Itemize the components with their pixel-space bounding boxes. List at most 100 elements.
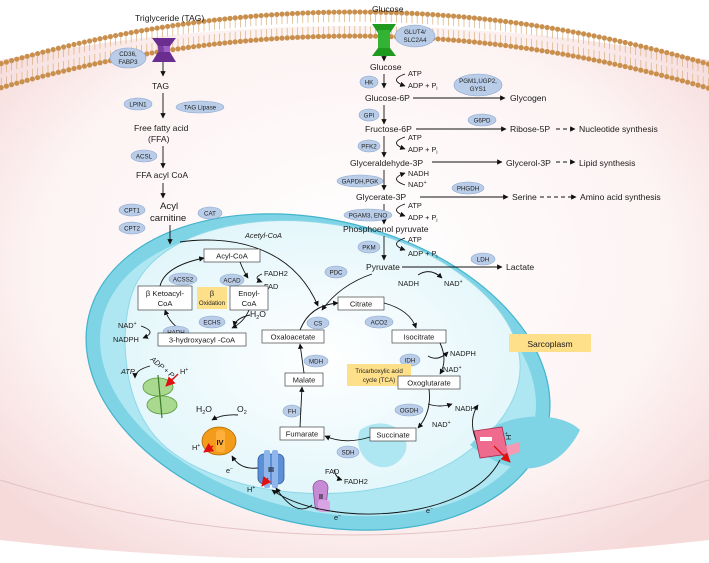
metabolite-ffa: Free fatty acid xyxy=(134,123,189,133)
lipid-head xyxy=(591,57,597,63)
lipid-head xyxy=(612,61,618,67)
lipid-head xyxy=(347,33,353,39)
lipid-head xyxy=(295,34,301,40)
nad-1-text: NAD xyxy=(408,180,424,189)
lipid-head xyxy=(180,45,186,51)
lipid-head xyxy=(367,33,373,39)
lipid-head xyxy=(378,9,384,15)
nad-1: NAD+ xyxy=(408,180,427,189)
enzyme-pkm-label: PKM xyxy=(362,245,375,252)
enzyme-ldh-label: LDH xyxy=(477,257,489,264)
lipid-head xyxy=(133,29,139,35)
complex-i-icon xyxy=(473,426,520,459)
metabolite-glucose: Glucose xyxy=(370,62,402,72)
metabolite-pep: Phosphoenol pyruvate xyxy=(343,224,429,234)
e-minus-iv-sup: − xyxy=(230,466,233,472)
h-plus-iv-sup: + xyxy=(197,443,200,449)
lipid-head xyxy=(497,18,503,24)
lipid-head xyxy=(607,36,613,42)
lipid-head xyxy=(170,47,176,53)
lipid-head xyxy=(144,27,150,33)
lipid-head xyxy=(534,23,540,29)
lipid-head xyxy=(492,41,498,47)
lipid-head xyxy=(383,9,389,16)
box-citrate-label: Citrate xyxy=(350,300,372,309)
fad-beta: FAD xyxy=(264,282,278,291)
lipid-head xyxy=(227,15,233,21)
e-minus-ii: e− xyxy=(334,513,341,522)
lipid-head xyxy=(362,9,368,15)
enzyme-lpin1: LPIN1 xyxy=(123,97,153,111)
enzyme-acsl-label: ACSL xyxy=(136,154,153,161)
h2o-etc-sub: 2 xyxy=(202,410,205,416)
lipid-head xyxy=(352,9,358,15)
lipid-head xyxy=(237,14,243,20)
lipid-head xyxy=(523,21,530,27)
metabolite-glycerate3p: Glycerate-3P xyxy=(356,192,406,202)
lipid-head xyxy=(232,15,238,21)
lipid-head xyxy=(555,50,561,56)
lipid-head xyxy=(232,39,238,45)
tag-title: Triglyceride (TAG) xyxy=(135,13,204,23)
lipid-head xyxy=(679,54,686,60)
box-isocitrate xyxy=(391,329,447,344)
glucose-transporter-icon xyxy=(372,24,396,56)
lipid-head xyxy=(81,39,87,45)
lipid-head xyxy=(149,26,155,32)
lipid-head xyxy=(409,10,415,16)
lipid-head xyxy=(97,36,103,42)
lipid-head xyxy=(165,23,171,30)
enzyme-aco2-label: ACO2 xyxy=(371,320,388,327)
enzyme-sdh: SDH xyxy=(336,445,360,459)
lipid-head xyxy=(513,44,519,50)
enzyme-pfk2-label: PFK2 xyxy=(361,144,377,151)
nad-tca-1-sup: + xyxy=(459,365,462,371)
box-isocitrate-label: Isocitrate xyxy=(404,333,435,342)
enzyme-tag-lipase: TAG Lipase xyxy=(175,100,225,114)
o2-etc-sub: 2 xyxy=(244,410,247,416)
box-hydroxyacyl-label: 3-hydroxyacyl -CoA xyxy=(169,336,236,345)
lipid-head xyxy=(55,69,62,75)
lipid-head xyxy=(435,36,441,42)
box-oxoglutarate-label: Oxoglutarate xyxy=(407,379,450,388)
box-enoyl-label-1: Enoyl- xyxy=(238,289,260,298)
lipid-head xyxy=(477,15,483,22)
lipid-head xyxy=(227,39,233,45)
lipid-head xyxy=(331,9,337,15)
lipid-head xyxy=(622,39,628,46)
lipid-head xyxy=(659,72,665,78)
atp-1: ATP xyxy=(408,69,422,78)
metabolite-glycerol3p: Glycerol-3P xyxy=(506,158,551,168)
lipid-head xyxy=(565,52,571,58)
nad-2-sup: + xyxy=(460,279,463,285)
adp-pi-2-text: ADP + P xyxy=(408,145,436,154)
box-oxaloacetate-label: Oxaloacetate xyxy=(271,333,316,342)
box-malate-label: Malate xyxy=(293,376,316,385)
lipid-head xyxy=(211,17,217,23)
lipid-head xyxy=(9,82,15,88)
box-enoyl-label-2: CoA xyxy=(242,299,258,308)
lipid-head xyxy=(653,47,660,53)
lipid-head xyxy=(14,56,20,62)
lipid-head xyxy=(617,62,623,68)
lipid-head xyxy=(357,33,363,39)
lipid-head xyxy=(669,51,675,57)
lipid-head xyxy=(549,25,556,31)
lipid-head xyxy=(274,11,280,18)
lipid-head xyxy=(61,68,67,74)
enzyme-cpt1-label: CPT1 xyxy=(124,208,140,215)
lipid-head xyxy=(258,36,264,43)
lipid-head xyxy=(315,33,321,40)
lipid-head xyxy=(185,20,191,26)
enzyme-g6pd: G6PD xyxy=(467,113,497,127)
lipid-head xyxy=(237,38,243,44)
enzyme-g6pd-label: G6PD xyxy=(474,118,491,125)
lipid-head xyxy=(435,12,441,18)
lipid-head xyxy=(29,76,35,82)
lipid-head xyxy=(570,53,576,59)
lipid-head xyxy=(0,61,4,67)
lipid-head xyxy=(362,33,368,39)
lipid-head xyxy=(128,29,134,36)
e-minus-iv-e: e xyxy=(226,466,230,475)
lipid-head xyxy=(269,12,275,18)
